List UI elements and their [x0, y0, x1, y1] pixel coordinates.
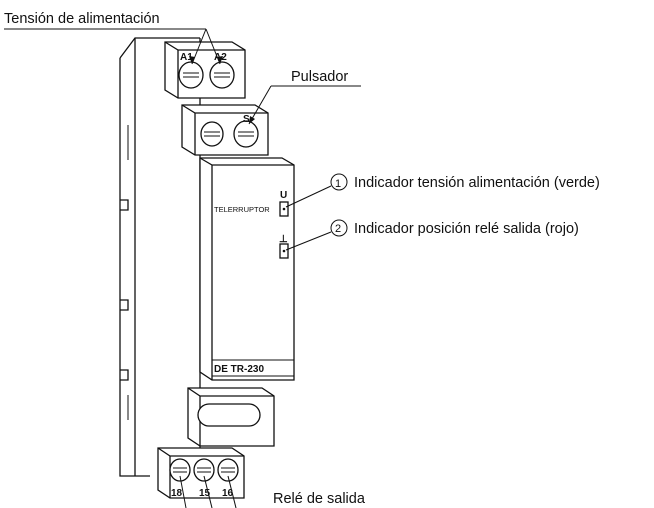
label-supply-voltage: Tensión de alimentación: [4, 11, 160, 27]
callout-1-number: 1: [335, 178, 341, 190]
callout-1: [285, 173, 348, 208]
label-indicator-2: Indicador posición relé salida (rojo): [354, 221, 579, 237]
leader-supply-voltage: [4, 28, 223, 65]
label-indicator-1: Indicador tensión alimentación (verde): [354, 175, 600, 191]
terminal-a1-label: A1: [180, 52, 193, 63]
device-type-text: TELERRUPTOR: [214, 205, 270, 214]
terminal-16-label: 16: [222, 488, 234, 499]
led-relay-symbol: ⊥: [279, 234, 288, 245]
led-u-symbol: U: [280, 190, 287, 201]
lower-slot-block: [187, 387, 275, 447]
label-output-relay: Relé de salida: [273, 491, 366, 507]
label-push-button: Pulsador: [291, 69, 348, 85]
terminal-15-label: 15: [199, 488, 211, 499]
leader-output-relay: [179, 475, 237, 508]
device-model: DE TR-230: [214, 364, 264, 375]
leader-push-button: [248, 85, 361, 125]
terminal-18-label: 18: [171, 488, 183, 499]
callout-2-number: 2: [335, 223, 341, 235]
callout-2: [285, 219, 348, 251]
top-terminal-block: [164, 41, 246, 99]
terminal-s-label: S: [243, 114, 250, 125]
front-panel: [199, 157, 295, 381]
bottom-terminal-block: [157, 447, 245, 499]
push-button-block: [181, 104, 269, 156]
